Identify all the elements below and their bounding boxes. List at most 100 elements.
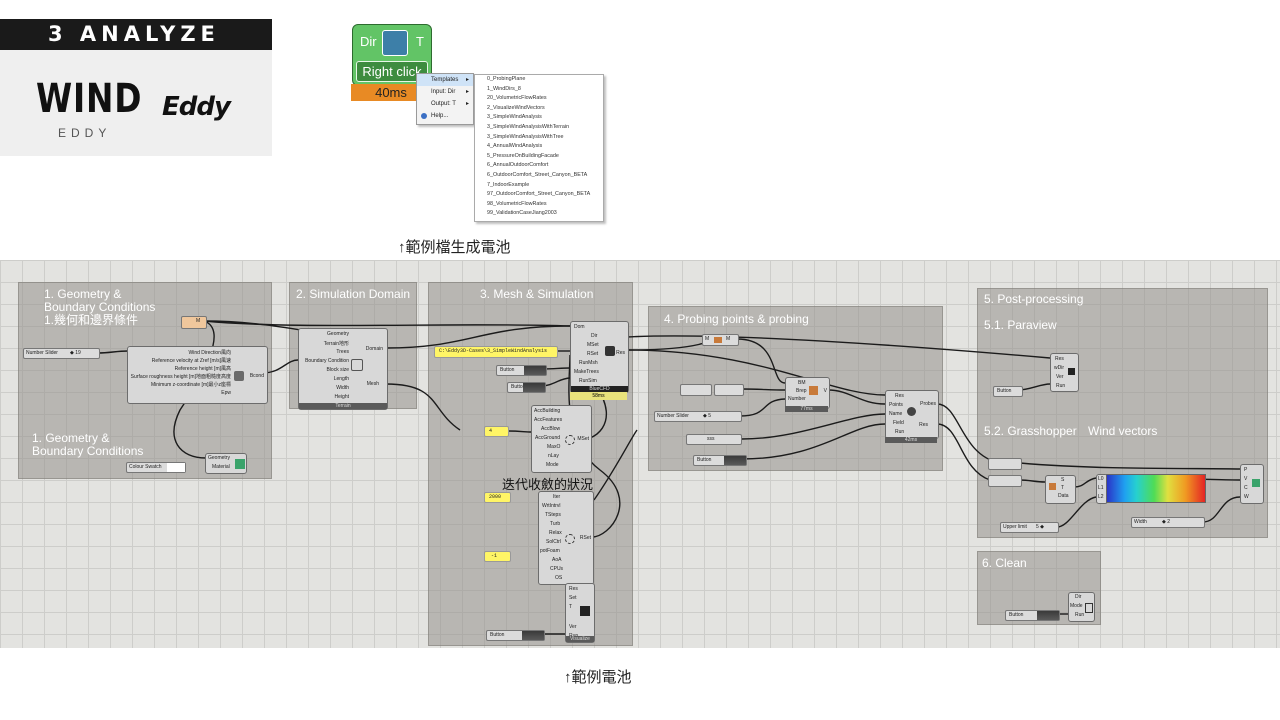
slider-value: ◆ 19 — [70, 350, 81, 356]
paraview-node[interactable]: Res wDir Ver Run — [1050, 353, 1079, 392]
group-geometry-title: 1. Geometry & Boundary Conditions 1.幾何和邊… — [44, 287, 156, 327]
probes-node[interactable]: Res Points Name Field Run Probes Res — [885, 390, 939, 439]
context-menu: Templates▸ Input: Dir▸ Output: T▸ Help..… — [416, 73, 474, 125]
page-title: WIND — [36, 76, 143, 122]
template-item[interactable]: 1_WindDirs_8 — [487, 85, 521, 92]
wind-vectors-title: Wind vectors — [1088, 424, 1158, 438]
template-item[interactable]: 4_AnnualWindAnalysis — [487, 143, 543, 150]
template-item[interactable]: 98_VolumetricFlowRates — [487, 200, 547, 207]
group-geometry-title-2: 1. Geometry & Boundary Conditions — [32, 431, 144, 458]
color-gradient-legend — [1106, 474, 1206, 503]
domain-bar: Terrain — [299, 403, 387, 409]
caption-example-components: ↑範例電池 — [564, 669, 632, 686]
button-clean[interactable]: Button — [1005, 610, 1060, 621]
probe-number-slider[interactable]: Number Slider◆ 5 — [654, 411, 742, 422]
group-post-processing-title: 5. Post-processing — [984, 292, 1084, 306]
paraview-title: 5.1. Paraview — [984, 318, 1057, 332]
run-settings-node[interactable]: Iter WrtIntrvl TSteps Turb Relax SolCtrl… — [538, 491, 594, 585]
number-slider[interactable]: Number Slider ◆ 19 — [23, 348, 100, 359]
template-item[interactable]: 3_SimpleWindAnalysis — [487, 114, 542, 121]
legend-node[interactable]: L0 L1 L2 — [1096, 474, 1108, 504]
template-item[interactable]: 3_SimpleWindAnalysisWithTerrain — [487, 123, 570, 130]
section-header: 3 ANALYZE — [0, 19, 272, 50]
component-input-label: Dir — [360, 34, 377, 49]
right-click-label[interactable]: Right click — [356, 61, 428, 82]
gear-icon — [565, 435, 575, 445]
colour-swatch[interactable]: Colour Swatch — [126, 462, 186, 473]
brep-param[interactable]: M — [181, 316, 207, 329]
vector-param-2[interactable] — [988, 475, 1022, 487]
relax-value-panel[interactable]: -1 — [484, 551, 511, 562]
brep-icon — [809, 386, 818, 395]
mesh-settings-node[interactable]: AccBuilding AccFeatures AccBlow AccGroun… — [531, 405, 592, 473]
button-residuals[interactable]: Button — [486, 630, 545, 641]
material-icon — [235, 459, 245, 469]
template-item[interactable]: 0_ProbingPlane — [487, 76, 526, 82]
button-paraview[interactable]: Button — [993, 386, 1023, 397]
eddy-template-component[interactable]: Dir T Right click — [352, 24, 432, 86]
wind-vectors-node[interactable]: P V C W — [1240, 464, 1264, 504]
vector-param-1[interactable] — [988, 458, 1022, 470]
template-item[interactable]: 6_OutdoorComfort_Street_Canyon_BETA — [487, 171, 588, 178]
button-sim[interactable]: Button — [507, 382, 546, 393]
title-card — [0, 50, 272, 156]
probe-name-panel[interactable]: sss — [686, 434, 742, 445]
template-item[interactable]: 2_VisualizeWindVectors — [487, 104, 545, 111]
probe-icon — [907, 407, 916, 416]
template-item[interactable]: 6_AnnualOutdoorComfort — [487, 162, 549, 169]
menu-item-output[interactable]: Output: T▸ — [431, 101, 469, 107]
width-slider[interactable]: Width◆ 2 — [1131, 517, 1205, 528]
simulation-domain-node[interactable]: Geometry Terrain地形 Trees Boundary Condit… — [298, 328, 388, 410]
component-output-label: T — [416, 34, 424, 49]
template-item[interactable]: 7_IndoorExample — [487, 181, 530, 188]
group-mesh-simulation-title: 3. Mesh & Simulation — [480, 287, 594, 301]
group-clean-title: 6. Clean — [982, 556, 1027, 570]
domain-icon — [351, 359, 363, 371]
trash-icon — [1085, 603, 1093, 613]
group-probing-title: 4. Probing points & probing — [664, 312, 809, 326]
grasshopper-title: 5.2. Grasshopper — [984, 424, 1077, 438]
gear-icon — [565, 534, 575, 544]
button-mesh[interactable]: Button — [496, 365, 547, 376]
menu-item-input[interactable]: Input: Dir▸ — [431, 89, 469, 95]
eddy-logo: Eddy — [162, 92, 231, 122]
eddy-icon — [382, 30, 408, 56]
template-item[interactable]: 97_OutdoorComfort_Street_Canyon_BETA — [487, 191, 591, 198]
section-label: 3 ANALYZE — [48, 22, 220, 46]
brep-param-label: M — [196, 318, 201, 324]
iter-value-panel[interactable]: 2000 — [484, 492, 511, 503]
vectors-icon — [1252, 479, 1260, 487]
boundary-condition-node[interactable]: Wind Direction風向 Reference velocity at Z… — [127, 346, 268, 404]
probes-bar: 42ms — [885, 437, 937, 443]
geometry-material-node[interactable]: Geometry Material — [205, 453, 247, 474]
direction-param-1[interactable] — [680, 384, 712, 396]
path-panel[interactable]: C:\Eddy3D-Cases\3_SimpleWindAnalysis — [434, 346, 558, 358]
menu-item-templates[interactable]: Templates▸ — [417, 74, 473, 86]
template-item[interactable]: 20_VolumetricFlowRates — [487, 95, 547, 102]
template-item[interactable]: 3_SimpleWindAnalysisWithTree — [487, 133, 564, 140]
clean-node[interactable]: Dir Mode Run — [1068, 592, 1095, 622]
direction-param-2[interactable] — [714, 384, 744, 396]
template-item[interactable]: 5_PressureOnBuildingFacade — [487, 152, 559, 159]
menu-item-help[interactable]: Help... — [417, 110, 473, 122]
data-node[interactable]: S T Data — [1045, 475, 1076, 504]
visualize-bar: Visualize — [566, 636, 594, 642]
bluecfd-bar: BlueCFD — [571, 386, 628, 392]
mset-value-panel[interactable]: 4 — [484, 426, 509, 437]
slider-label: Number Slider — [26, 350, 58, 356]
bluecfd-icon — [605, 346, 615, 356]
button-probe[interactable]: Button — [693, 455, 747, 466]
templates-submenu: 0_ProbingPlane 1_WindDirs_8 20_VolumetricF… — [474, 74, 604, 222]
data-icon — [1049, 483, 1056, 490]
component-timer: 40ms — [351, 84, 431, 101]
template-item[interactable]: 99_ValidationCaseJiang2003 — [487, 210, 557, 217]
paraview-icon — [1068, 368, 1075, 375]
page-subtitle: EDDY — [58, 126, 112, 140]
probe-points-node[interactable]: BM Brep Number V — [785, 377, 830, 409]
bluecfd-node[interactable]: Dom Dir MSet RSet RunMsh MakeTrees RunSi… — [570, 321, 629, 393]
bc-icon — [234, 371, 244, 381]
caption-template-generator: ↑範例檔生成電池 — [398, 239, 511, 256]
visualize-residuals-node[interactable]: Res Set T Ver Run Visualize — [565, 583, 595, 643]
